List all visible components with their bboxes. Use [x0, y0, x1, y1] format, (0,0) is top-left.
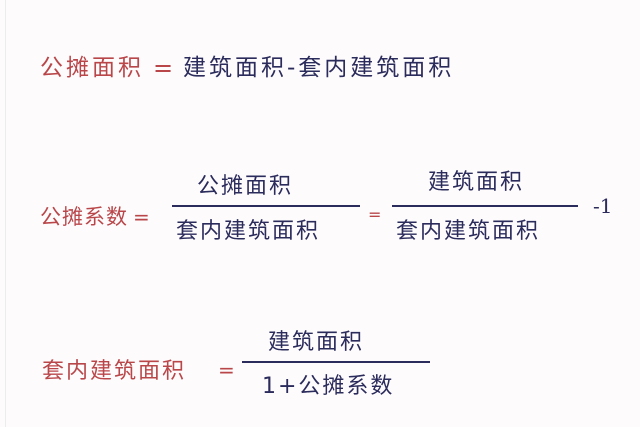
frac3-numerator: 建筑面积 [268, 330, 365, 355]
formula3-lhs: 套内建筑面积 [42, 359, 187, 384]
frac2-numerator: 建筑面积 [428, 170, 525, 195]
frac3-bar [242, 361, 430, 363]
formula2-lhs: 公摊系数 [40, 205, 128, 229]
formula1-lhs: 公摊面积 [40, 55, 144, 81]
formula2-equals1: = [133, 205, 150, 229]
formula1-equals: = [153, 54, 174, 82]
formula2-equals2: = [368, 205, 382, 224]
frac1-denominator: 套内建筑面积 [176, 219, 321, 244]
frac2-bar [392, 205, 578, 207]
formula3-equals: = [218, 358, 235, 382]
left-border [5, 0, 6, 427]
frac1-bar [172, 205, 360, 207]
frac2-denominator: 套内建筑面积 [396, 219, 541, 244]
formula1-rhs: 建筑面积-套内建筑面积 [183, 55, 455, 81]
frac1-numerator: 公摊面积 [197, 174, 294, 199]
formula2-minus-one: -1 [593, 194, 613, 218]
frac3-denominator: 1+公摊系数 [262, 374, 395, 399]
